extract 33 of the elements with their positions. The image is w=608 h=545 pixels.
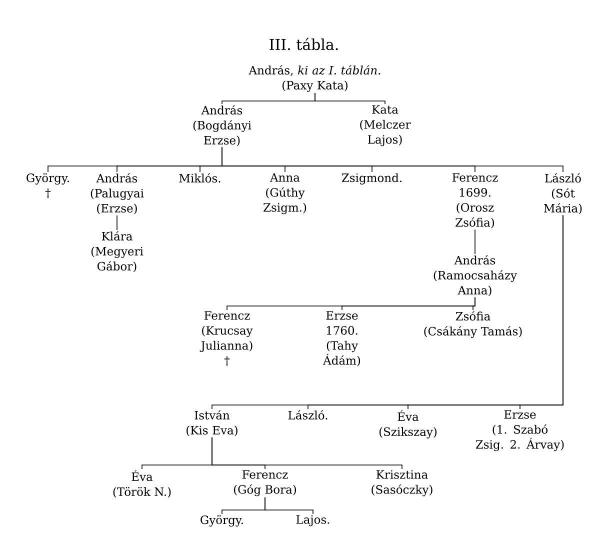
person-entry: Erzse 1760. (Tahy Ádám) [322, 311, 360, 366]
title: III. tábla. [270, 38, 338, 50]
person-entry: István (Kis Eva) [186, 410, 238, 436]
person-entry: Kata (Melczer Lajos) [360, 105, 411, 146]
person-entry: András (Palugyai (Erzse) [90, 173, 144, 214]
family-line [474, 229, 476, 254]
person-entry: Klára (Megyeri Gábor) [91, 231, 144, 272]
person-entry: Miklós. [179, 173, 220, 183]
person-entry: András, ki az I. táblán. (Paxy Kata) [248, 65, 380, 92]
family-line [222, 146, 564, 172]
person-entry: Lajos. [296, 515, 330, 526]
person-entry: László (Sót Mária) [544, 173, 582, 214]
person-entry: György. † [26, 173, 69, 198]
person-entry: Éva (Szikszay) [379, 410, 437, 438]
person-entry: András (Bogdányi Erzse) [193, 105, 252, 146]
person-entry: András (Ramocsaházy Anna) [434, 255, 517, 296]
person-entry: Ferencz 1699. (Orosz Zsófia) [452, 173, 498, 228]
person-entry: Ferencz (Góg Bora) [234, 470, 296, 496]
family-line [116, 214, 118, 230]
person-entry: Éva (Török N.) [113, 470, 171, 498]
person-entry: Erzse (1. Szabó Zsig. 2. Árvay) [476, 410, 564, 452]
family-line [520, 214, 564, 410]
person-entry: Anna (Gúthy Zsigm.) [264, 173, 306, 214]
person-entry: László. [288, 410, 328, 420]
person-entry: Ferencz (Krucsay Julianna) † [200, 311, 253, 366]
person-entry: Zsigmond. [342, 173, 402, 184]
family-line [472, 296, 476, 310]
family-line [264, 496, 314, 514]
person-entry: György. [200, 515, 243, 527]
person-entry: Krisztina (Sasóczky) [372, 470, 432, 496]
family-line [212, 436, 402, 470]
family-line [314, 92, 386, 104]
person-entry: Zsófia (Csákány Tamás) [424, 311, 522, 338]
